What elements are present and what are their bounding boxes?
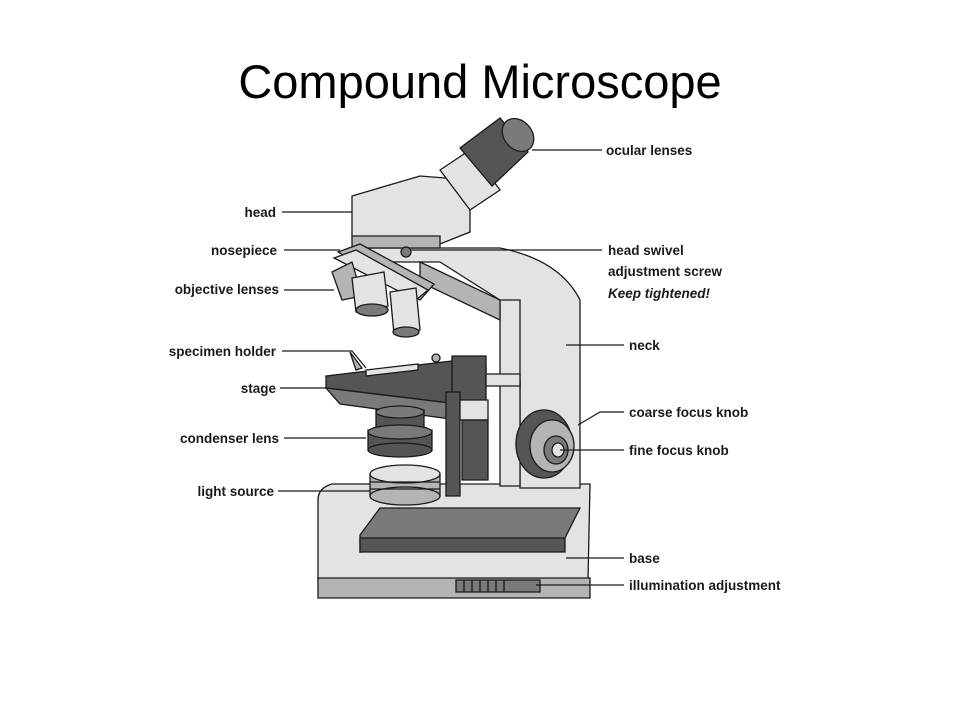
ocular-lens-tube <box>439 117 535 211</box>
label-condenser-lens: condenser lens <box>180 431 279 446</box>
stage-rod <box>445 391 489 497</box>
label-neck: neck <box>629 338 660 353</box>
leader-coarse-focus <box>577 411 624 426</box>
label-objective-lenses: objective lenses <box>175 282 279 297</box>
objective-lenses-part <box>331 261 421 338</box>
label-light-source: light source <box>197 484 274 499</box>
base-part <box>317 483 591 599</box>
light-source-part <box>369 464 441 506</box>
illumination-adjustment-dial <box>463 580 505 592</box>
head-part <box>351 175 471 249</box>
label-head: head <box>244 205 276 220</box>
condenser-lens-part <box>367 405 433 458</box>
fine-focus-knob-part <box>543 435 569 465</box>
label-specimen-holder: specimen holder <box>169 344 277 359</box>
label-stage: stage <box>241 381 277 396</box>
label-illumination-adjustment: illumination adjustment <box>629 578 781 593</box>
label-adjustment-screw: adjustment screw <box>608 264 723 279</box>
label-ocular-lenses: ocular lenses <box>606 143 692 158</box>
leader-specimen-holder <box>282 350 367 369</box>
label-nosepiece: nosepiece <box>211 243 278 258</box>
label-head-swivel: head swivel <box>608 243 684 258</box>
label-keep-tightened: Keep tightened! <box>608 286 711 301</box>
label-fine-focus-knob: fine focus knob <box>629 443 729 458</box>
label-coarse-focus-knob: coarse focus knob <box>629 405 748 420</box>
slide-title: Compound Microscope <box>238 55 722 108</box>
label-base: base <box>629 551 660 566</box>
